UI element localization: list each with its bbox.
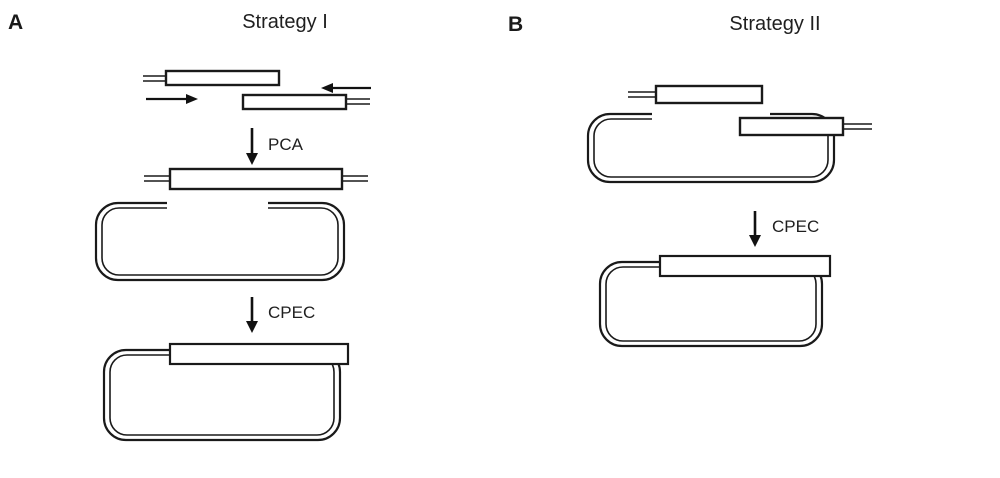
overhang-tail-left — [143, 75, 168, 82]
cpec-step-label-b: CPEC — [772, 217, 820, 236]
assembled-insert — [144, 167, 368, 191]
inserted-gene-box — [658, 254, 832, 278]
cpec-down-arrow-icon-b — [749, 211, 761, 247]
forward-primer-arrow — [146, 94, 198, 104]
overhang-tail-upper-left — [628, 91, 658, 98]
insert-fragment-lower — [738, 116, 872, 137]
circular-plasmid — [102, 342, 350, 442]
reverse-primer-arrow — [321, 83, 371, 93]
insert-overhang-right — [340, 175, 368, 182]
cpec-step-label-a: CPEC — [268, 303, 316, 322]
insert-overhang-left — [144, 175, 172, 182]
pca-step-label: PCA — [268, 135, 303, 154]
panel-b: B Strategy II CPEC — [500, 0, 1000, 478]
linearized-vector — [94, 201, 346, 282]
panel-a-label: A — [8, 11, 24, 34]
cpec-down-arrow-icon-a — [246, 297, 258, 333]
pca-down-arrow-icon — [246, 128, 258, 165]
circular-plasmid — [598, 254, 832, 348]
panel-a-title: Strategy I — [242, 11, 328, 33]
insert-fragment-right — [241, 93, 370, 111]
panel-b-title: Strategy II — [729, 13, 821, 35]
panel-a-diagram — [94, 69, 371, 442]
panel-a: A Strategy I PCA CPEC — [8, 11, 371, 442]
panel-b-diagram — [586, 84, 872, 348]
insert-fragment-upper — [628, 84, 764, 105]
overhang-tail-lower-right — [840, 123, 872, 130]
panel-b-label: B — [508, 13, 524, 36]
inserted-gene-box — [168, 342, 350, 366]
insert-fragment-left — [143, 69, 281, 87]
